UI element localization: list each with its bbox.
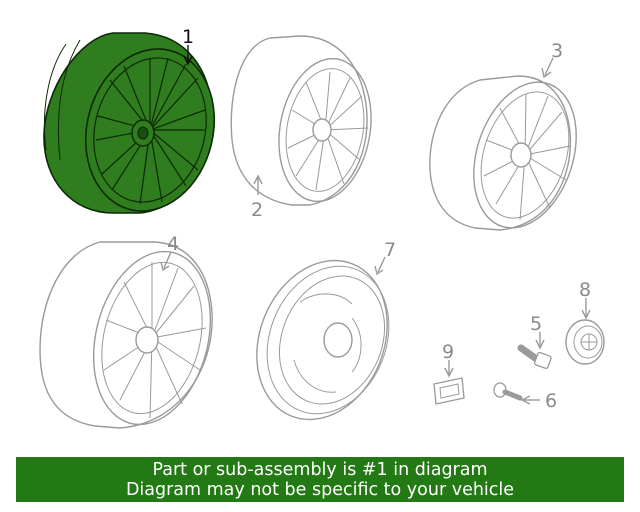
callout-2: 2 (251, 199, 263, 221)
wheel-part-2[interactable] (230, 35, 382, 209)
callout-7: 7 (384, 239, 396, 261)
wheel-part-3[interactable] (429, 69, 594, 241)
label-part-9[interactable] (433, 377, 465, 405)
banner-line-2: Diagram may not be specific to your vehi… (125, 480, 515, 500)
callout-1: 1 (182, 26, 194, 48)
callout-6: 6 (545, 390, 557, 412)
info-banner: Part or sub-assembly is #1 in diagram Di… (16, 457, 624, 502)
callout-8: 8 (579, 279, 591, 301)
valve-stem-part-6[interactable] (493, 382, 523, 401)
callout-4: 4 (167, 233, 179, 255)
banner-line-1: Part or sub-assembly is #1 in diagram (152, 460, 488, 480)
wheel-part-4[interactable] (39, 239, 228, 437)
wheel-part-1[interactable] (43, 32, 231, 225)
lug-bolt-part-5[interactable] (517, 344, 552, 370)
center-cap-part-8[interactable] (565, 319, 605, 365)
leader-lines (160, 45, 591, 405)
callout-3: 3 (551, 40, 563, 62)
wheel-part-7[interactable] (234, 241, 410, 440)
callout-5: 5 (530, 313, 542, 335)
callout-9: 9 (442, 341, 454, 363)
